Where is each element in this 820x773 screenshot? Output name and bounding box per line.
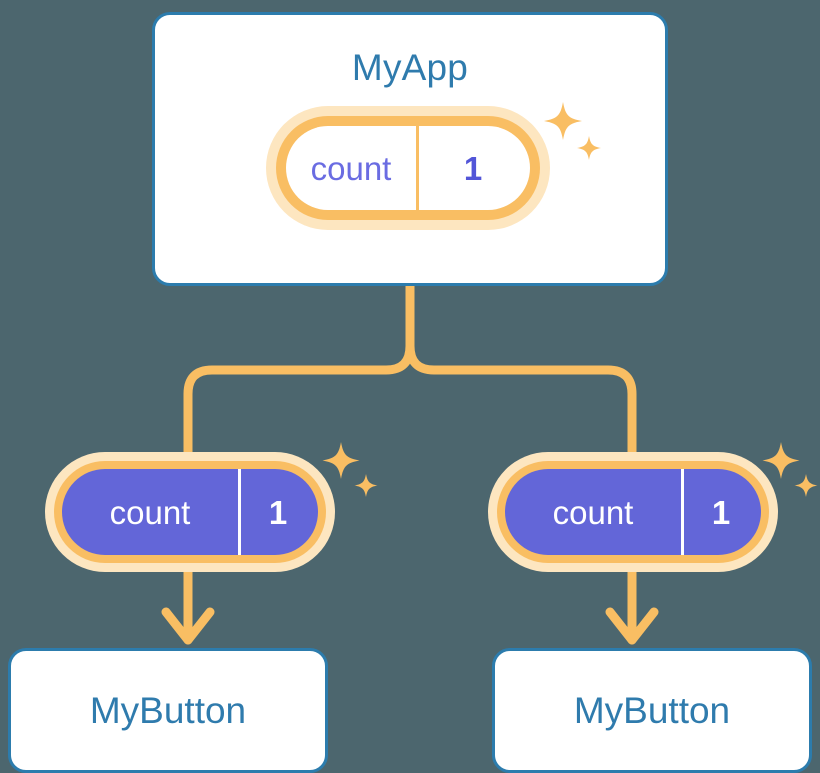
state-key-label: count: [310, 149, 392, 187]
node-label: MyButton: [89, 690, 247, 731]
state-value-label: 1: [268, 493, 288, 531]
state-value-label: 1: [711, 493, 731, 531]
state-pill-root[interactable]: count 1: [266, 106, 550, 230]
state-key-label: count: [109, 493, 191, 531]
pill-body: count 1: [62, 469, 318, 555]
sparkle-small-icon: [794, 474, 818, 497]
node-card-myapp[interactable]: MyApp: [152, 12, 668, 286]
node-label: MyButton: [573, 690, 731, 731]
state-value-label: 1: [463, 149, 483, 187]
arrow-down-icon-right: [605, 607, 659, 645]
node-card-mybutton-1[interactable]: MyButton: [492, 648, 812, 773]
branch-connector-icon: [183, 281, 415, 457]
node-card-mybutton-0[interactable]: MyButton: [8, 648, 328, 773]
pill-divider: [681, 469, 684, 555]
page-title: MyApp: [351, 47, 469, 88]
sparkle-small-icon: [354, 474, 378, 497]
state-pill-child-1[interactable]: count 1: [488, 452, 778, 572]
branch-connector-icon-right: [405, 341, 637, 457]
arrow-down-icon-left: [161, 607, 215, 645]
pill-divider: [416, 126, 419, 210]
state-pill-child-0[interactable]: count 1: [45, 452, 335, 572]
pill-body: count 1: [286, 126, 530, 210]
pill-divider: [238, 469, 241, 555]
state-key-label: count: [552, 493, 634, 531]
pill-body: count 1: [505, 469, 761, 555]
